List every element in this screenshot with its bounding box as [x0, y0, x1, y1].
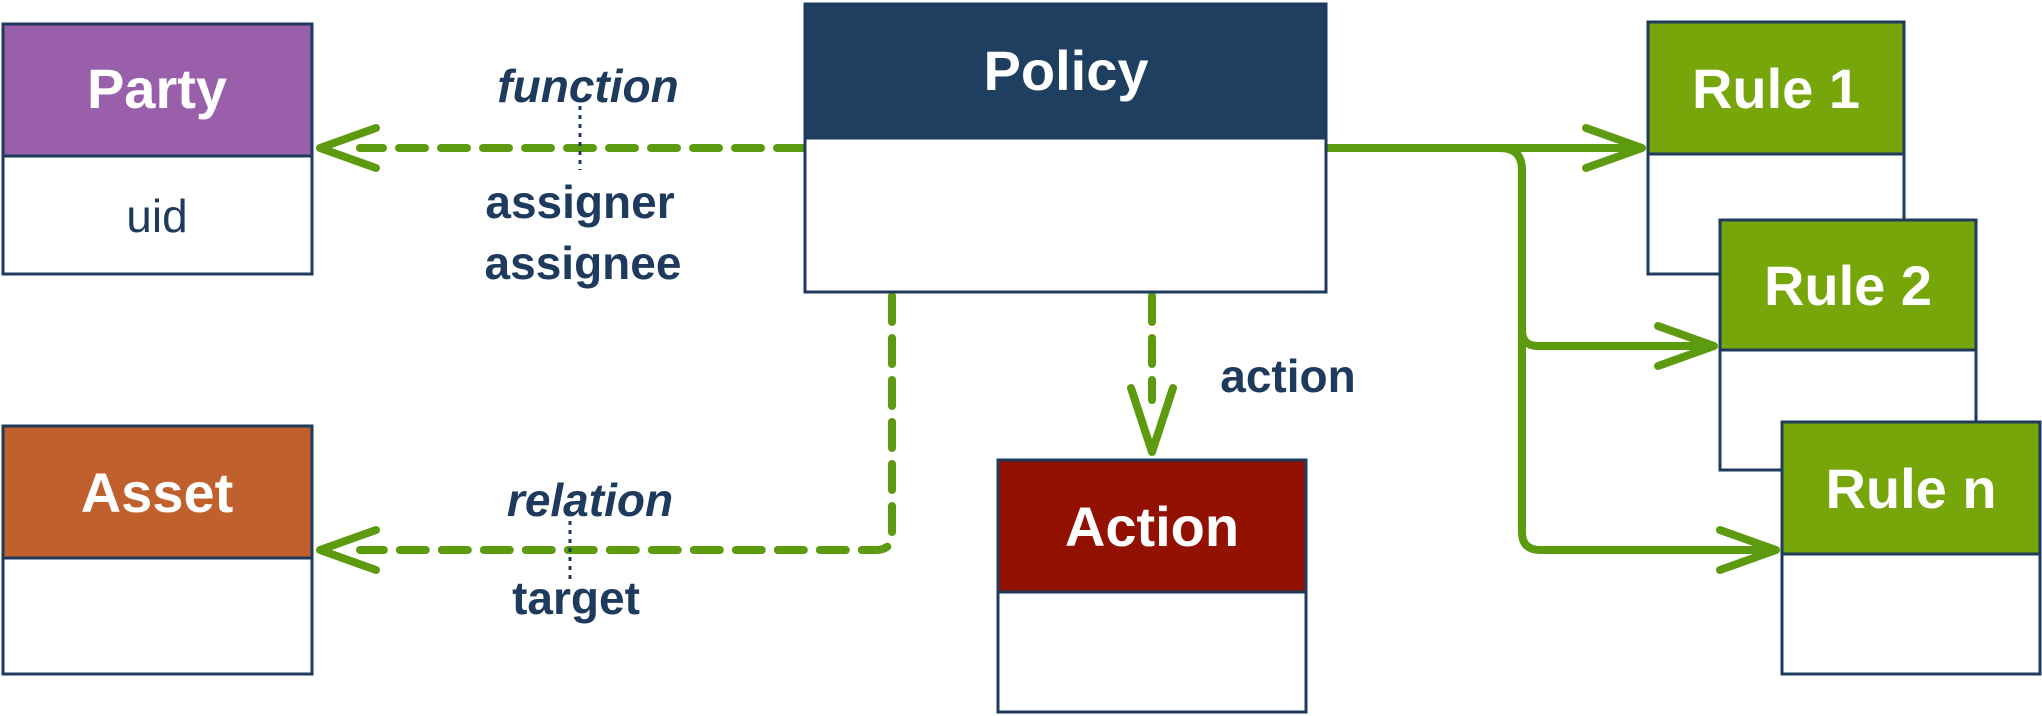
function-role-assigner: assigner	[485, 176, 674, 228]
rule-n-title: Rule n	[1825, 457, 1996, 520]
rule-2-edge-arrowhead	[1654, 322, 1718, 370]
rule-2-edge-line	[1518, 326, 1706, 350]
asset-title: Asset	[81, 461, 234, 524]
rule-n-edge-arrowhead	[1716, 526, 1780, 574]
relation-qualifier-label: relation	[507, 474, 673, 526]
policy-class: Policy	[803, 2, 1328, 294]
action-header	[998, 460, 1306, 592]
rules-trunk-line	[1496, 144, 1768, 554]
asset-header	[3, 426, 312, 558]
party-header	[3, 24, 312, 156]
action-edge	[1127, 292, 1177, 456]
action-class: Action	[996, 458, 1308, 714]
policy-header	[805, 4, 1326, 138]
rules-edges	[1324, 124, 1780, 574]
relation-edge	[316, 292, 896, 580]
function-edge-arrowhead	[316, 124, 380, 172]
party-class: Party uid	[1, 22, 314, 276]
action-edge-label: action	[1220, 350, 1355, 402]
rule-1-title: Rule 1	[1692, 57, 1860, 120]
party-attribute-uid: uid	[126, 190, 187, 242]
rule-1-edge-arrowhead	[1582, 124, 1646, 172]
relation-edge-line	[356, 292, 896, 554]
rule-n-header	[1782, 422, 2040, 554]
relation-edge-arrowhead	[316, 526, 380, 574]
rule-n-class: Rule n	[1780, 420, 2042, 676]
function-role-assignee: assignee	[485, 237, 682, 289]
function-qualifier-label: function	[497, 60, 678, 112]
party-title: Party	[87, 57, 227, 120]
function-edge	[316, 106, 807, 172]
rule-2-header	[1720, 220, 1976, 350]
relation-role-target: target	[512, 572, 640, 624]
rule-1-header	[1648, 22, 1904, 154]
asset-class: Asset	[1, 424, 314, 676]
action-title: Action	[1065, 495, 1239, 558]
rule-2-title: Rule 2	[1764, 254, 1932, 317]
action-edge-arrowhead	[1127, 384, 1177, 456]
policy-title: Policy	[984, 39, 1149, 102]
